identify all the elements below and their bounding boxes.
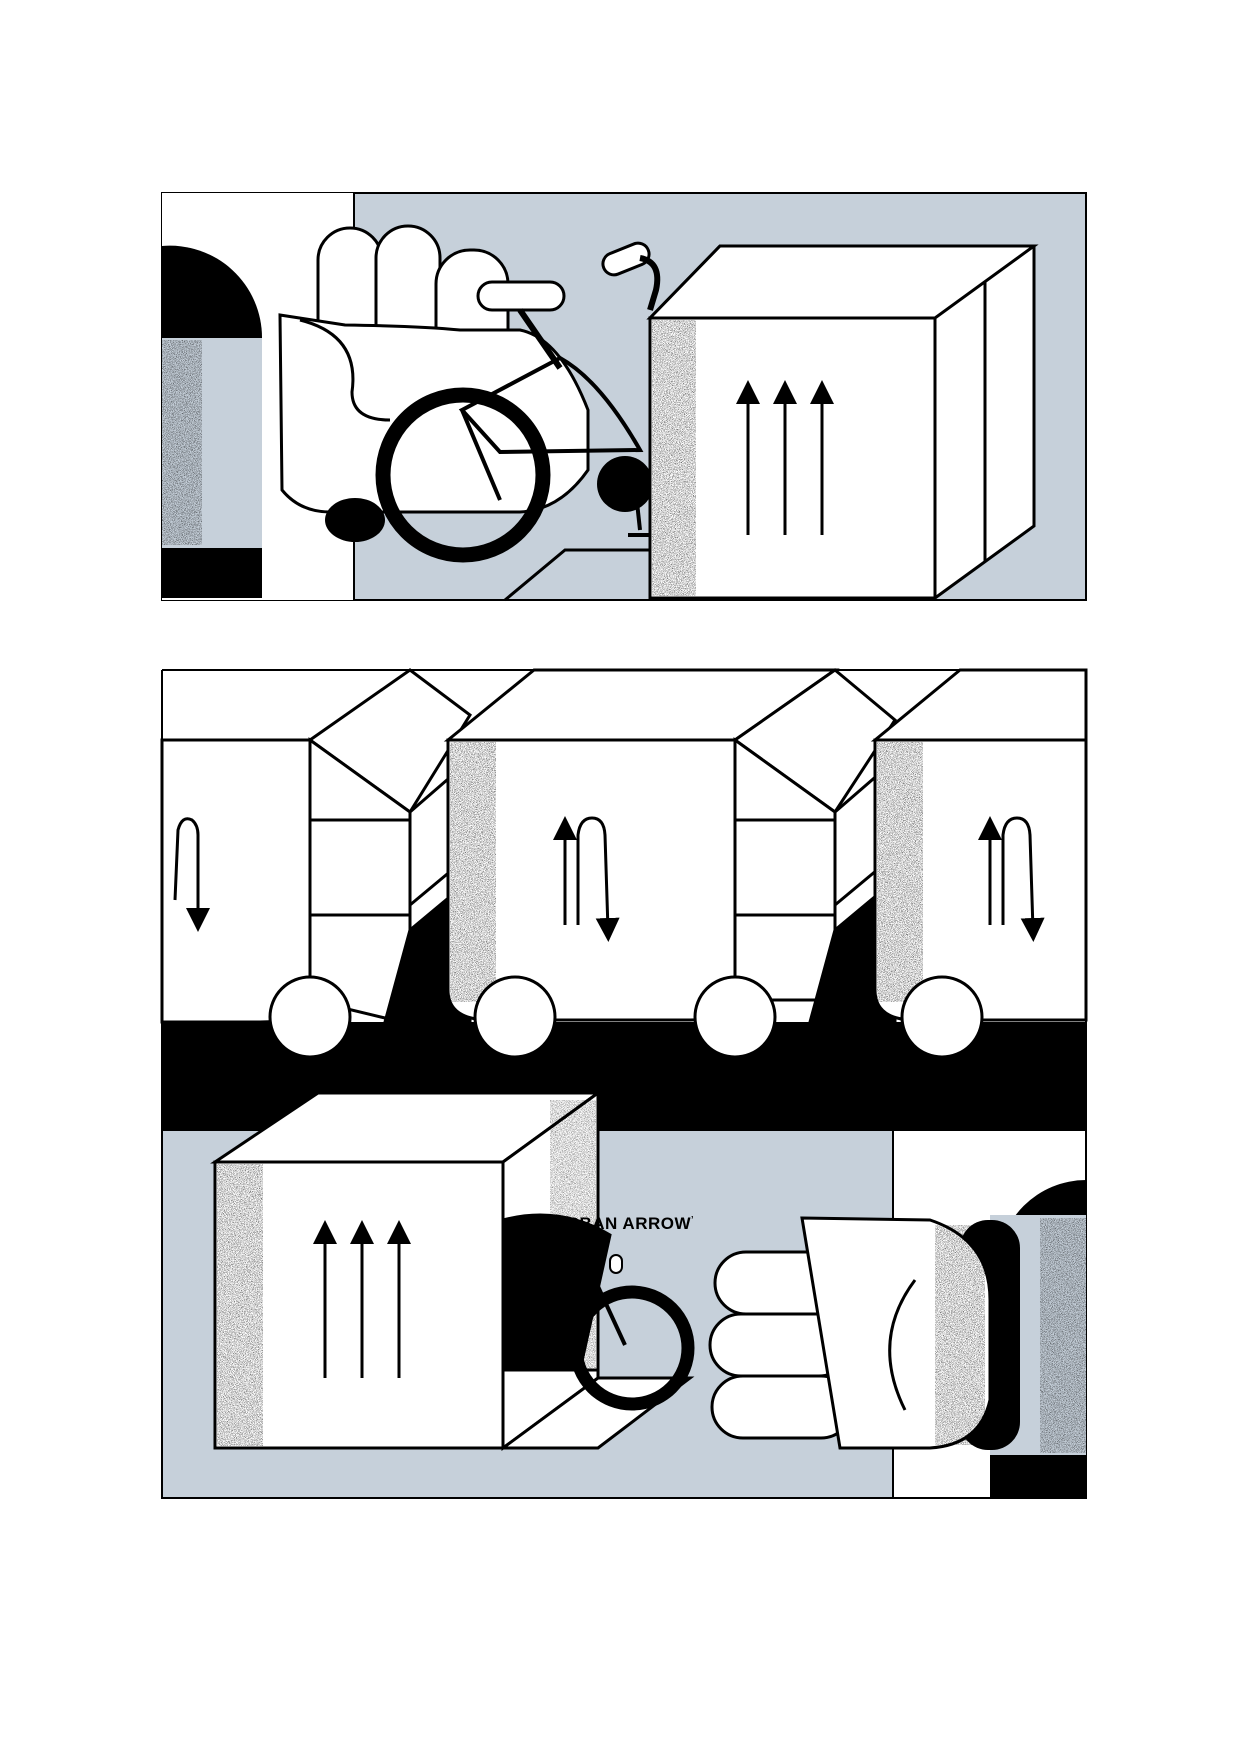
up-arrows-icon (736, 380, 834, 535)
brand-name: URBAN ARROW (553, 1214, 692, 1233)
bottom-panel (161, 1090, 1087, 1499)
up-down-arrows-icon (173, 817, 210, 932)
up-down-arrows-icon (553, 816, 620, 942)
middle-panel (160, 668, 1088, 1130)
box-icon (210, 1090, 695, 1451)
wheel-icon (268, 975, 984, 1059)
hand-icon (278, 224, 590, 542)
up-down-arrows-icon (978, 816, 1045, 942)
box-icon (443, 668, 897, 1024)
box-icon (870, 668, 1088, 1022)
top-panel (161, 192, 1087, 602)
hand-icon (708, 1216, 992, 1450)
brand-logo: URBAN ARROW’ (0, 1214, 1248, 1234)
up-arrows-icon (313, 1220, 411, 1378)
brand-mark: ’ (691, 1214, 695, 1225)
cargo-bike-icon (569, 1254, 695, 1411)
box-icon (646, 244, 1039, 601)
cargo-bike-icon (375, 241, 661, 602)
